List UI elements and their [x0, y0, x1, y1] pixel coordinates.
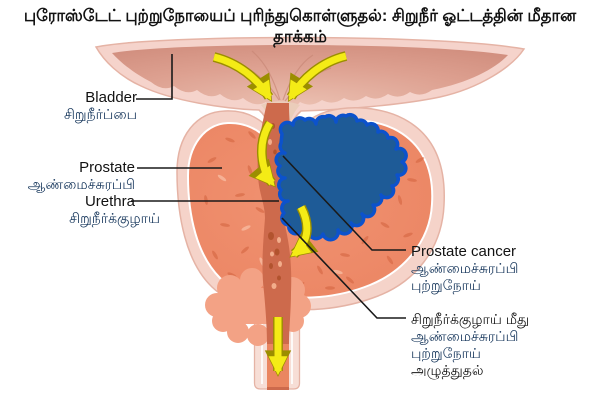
page-title: புரோஸ்டேட் புற்றுநோயைப் புரிந்துகொள்ளுதல…: [23, 7, 577, 46]
prostate-cancer-label: Prostate cancer ஆண்மைச்சுரப்பி புற்றுநோய…: [411, 243, 518, 294]
leader-line-bladder: [136, 54, 173, 100]
urethra-label-ta: சிறுநீர்க்குழாய்: [69, 210, 160, 226]
cancer-pressing-label: சிறுநீர்க்குழாய் மீது ஆண்மைச்சுரப்பி புற…: [411, 311, 529, 379]
flow-arrow-upper: [255, 121, 275, 187]
prostate-cancer-label-ta2: புற்றுநோய்: [411, 277, 481, 293]
prostate-cancer-label-en: Prostate cancer: [411, 243, 517, 260]
urethra-spots-light: [268, 139, 282, 289]
pressing-label-line3: புற்றுநோய்: [411, 345, 481, 361]
bladder-label-en: Bladder: [85, 89, 137, 106]
flow-arrow-middle: [290, 205, 312, 257]
urethra-spots-dark: [268, 123, 281, 281]
bladder-label-ta: சிறுநீர்ப்பை: [63, 106, 137, 122]
flow-arrow-left: [213, 53, 272, 101]
leader-lines: [131, 54, 406, 319]
prostate-urethra-label: Prostate ஆண்மைச்சுரப்பி Urethra சிறுநீர்…: [27, 159, 160, 227]
prostate-label-en: Prostate: [79, 159, 135, 176]
bladder-label: Bladder சிறுநீர்ப்பை: [64, 89, 137, 123]
urethra-label-en: Urethra: [84, 193, 135, 210]
pressing-label-line2: ஆண்மைச்சுரப்பி: [411, 328, 519, 344]
leader-line-pressing: [281, 217, 406, 319]
urine-flow-arrows: [212, 51, 348, 377]
prostate-label-ta: ஆண்மைச்சுரப்பி: [27, 176, 135, 192]
prostate-cancer-label-ta1: ஆண்மைச்சுரப்பி: [411, 260, 519, 276]
prostate-cancer-shape: [274, 112, 408, 242]
pressing-label-line1: சிறுநீர்க்குழாய் மீது: [411, 311, 530, 327]
pressing-label-line4: அழுத்துதல்: [411, 362, 484, 378]
flow-arrow-right: [288, 52, 347, 101]
leader-line-cancer: [282, 155, 406, 251]
